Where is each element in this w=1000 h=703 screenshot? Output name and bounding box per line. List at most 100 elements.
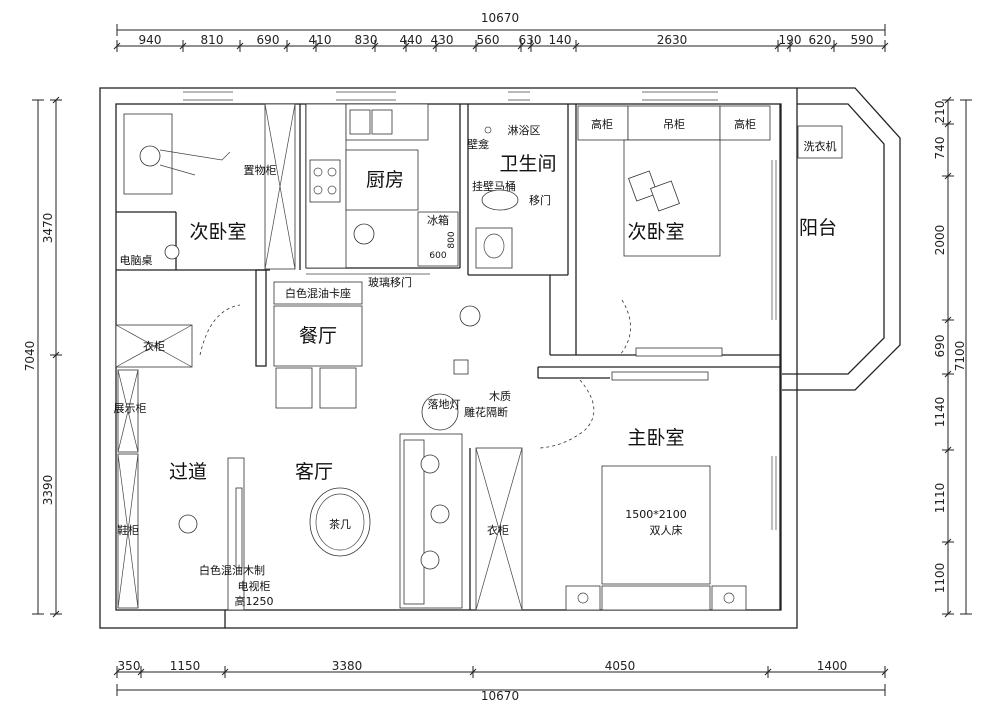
top-seg-7: 560 [477,33,500,47]
right-seg-4: 1140 [933,397,947,428]
bottom-total-label: 10670 [481,689,519,703]
left-total-label: 7040 [23,341,37,372]
dimension-tick [432,42,440,50]
glass-door-label: 玻璃移门 [368,275,412,289]
tv-cabinet-label-2: 电视柜 [238,579,271,593]
right-total-label: 7100 [953,341,967,372]
dimension-tick [517,42,525,50]
top-total-label: 10670 [481,11,519,25]
dimension-tick [881,42,889,50]
bedroom-nw: 置物柜 电脑桌 次卧室 [120,103,296,270]
nightstand-left [565,585,601,611]
tea-table-label: 茶几 [329,518,351,531]
dimension-tick [402,42,410,50]
washbasin [475,227,513,269]
room-dining: 餐厅 [299,325,337,347]
top-seg-2: 690 [257,33,280,47]
fridge-width: 600 [429,251,446,261]
room-bedroom-ne: 次卧室 [627,221,684,243]
fridge-label: 冰箱 [427,213,449,227]
left-seg-0: 3470 [41,213,55,244]
shoe-cabinet-label: 鞋柜 [117,523,139,537]
left-seg-1: 3390 [41,475,55,506]
shower-label: 淋浴区 [508,124,541,137]
right-seg-2: 2000 [933,225,947,256]
dining-chair-2 [319,367,357,409]
top-seg-10: 2630 [657,33,688,47]
room-kitchen: 厨房 [366,169,404,191]
niche-label: 壁龛 [467,137,489,151]
dimension-tick [113,668,121,676]
room-living: 客厅 [295,461,333,483]
top-seg-11: 190 [779,33,802,47]
dimension-tick [830,42,838,50]
hallway: 衣柜 展示柜 鞋柜 过道 [114,324,207,609]
sink-basin-2 [371,109,393,135]
top-seg-3: 410 [309,33,332,47]
dimension-tick [944,610,952,618]
bed-size-label: 1500*2100 [625,508,687,521]
dining: 白色混油卡座 餐厅 [273,281,363,409]
person-icon [353,223,375,245]
dining-table [273,305,363,367]
living-room: 白色混油木制 电视柜 高1250 客厅 茶几 落地灯 木质 雕花隔断 [199,305,511,611]
dimension-tick [944,120,952,128]
tall-cabinet-2 [719,105,771,141]
right-dimension-chain: 210 740 2000 690 1140 1110 1100 7100 [933,96,972,618]
bedroom-ne: 高柜 吊柜 高柜 次卧室 [577,105,771,381]
display-cabinet-label: 展示柜 [114,402,147,415]
dimension-tick [764,668,772,676]
tv-cabinet-label-3: 高1250 [235,594,274,608]
right-seg-1: 740 [933,137,947,160]
dimension-tick [786,42,794,50]
computer-desk-label: 电脑桌 [120,254,153,267]
bed-headboard [601,585,711,611]
dimension-tick [944,172,952,180]
left-dimension-chain: 3470 3390 7040 [23,96,62,618]
hanging-cabinet-label: 吊柜 [663,118,685,131]
storage-cabinet-label: 置物柜 [244,163,277,177]
double-bed-label: 双人床 [650,523,683,537]
shower-head-icon [484,126,492,134]
top-seg-0: 940 [139,33,162,47]
dimension-tick [52,96,60,104]
bathroom: 淋浴区 壁龛 卫生间 挂壁马桶 移门 [467,124,557,269]
tea-table [309,487,371,557]
booth-seat-label: 白色混油卡座 [285,286,351,300]
bed-single [123,113,173,195]
bottom-seg-4: 1400 [817,659,848,673]
dining-chair-1 [275,367,313,409]
dimension-tick [52,351,60,359]
toilet-icon [481,189,519,211]
master-bedroom: 衣柜 主卧室 1500*2100 双人床 [475,427,747,611]
dimension-tick [881,668,889,676]
dimension-tick [179,42,187,50]
person-icon [420,550,440,570]
tv-cabinet-label-1: 白色混油木制 [199,563,265,577]
dimension-tick [774,42,782,50]
tall-cabinet-1 [577,105,629,141]
dimension-tick [472,42,480,50]
bottom-seg-1: 1150 [170,659,201,673]
dimension-tick [221,668,229,676]
balcony: 洗衣机 阳台 [797,125,843,239]
dimension-tick [137,668,145,676]
top-seg-6: 430 [431,33,454,47]
top-seg-4: 830 [355,33,378,47]
dimension-tick [113,42,121,50]
top-seg-12: 620 [809,33,832,47]
bottom-seg-2: 3380 [332,659,363,673]
dimension-tick [944,538,952,546]
dimension-tick [944,316,952,324]
room-bathroom: 卫生间 [499,153,556,175]
bottom-dimension-chain: 350 1150 3380 4050 1400 10670 [113,659,889,703]
top-seg-9: 140 [549,33,572,47]
bottom-seg-0: 350 [118,659,141,673]
sink-basin-1 [349,109,371,135]
wardrobe-left-label: 衣柜 [143,339,165,353]
kitchen: 厨房 冰箱 600 800 玻璃移门 [305,103,459,289]
person-icon [459,305,481,327]
dimension-tick [527,42,535,50]
